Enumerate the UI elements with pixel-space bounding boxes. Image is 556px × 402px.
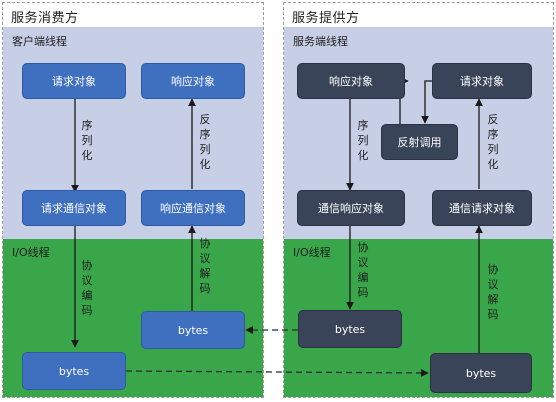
provider-response-object-box: 响应对象: [297, 63, 405, 99]
provider-comm-request-object-box: 通信请求对象: [432, 190, 532, 226]
provider-server-thread-label: 服务端线程: [293, 35, 348, 48]
consumer-deserialize-label: 反序列化: [199, 113, 211, 171]
provider-deserialize-label: 反序列化: [487, 113, 499, 171]
provider-header: 服务提供方: [284, 3, 553, 27]
consumer-encode-label: 协议编码: [81, 259, 93, 317]
consumer-serialize-label: 序列化: [81, 119, 93, 162]
consumer-request-object-box: 请求对象: [22, 63, 126, 99]
consumer-response-object-box: 响应对象: [141, 63, 245, 99]
consumer-bytes-in-box: bytes: [141, 311, 245, 349]
provider-reflect-call-box: 反射调用: [381, 124, 458, 160]
provider-serialize-label: 序列化: [357, 119, 369, 162]
consumer-response-comm-object-box: 响应通信对象: [141, 190, 245, 226]
provider-comm-response-object-box: 通信响应对象: [297, 190, 405, 226]
provider-io-thread-label: I/O线程: [293, 246, 331, 259]
provider-bytes-in-box: bytes: [430, 353, 532, 393]
provider-request-object-box: 请求对象: [432, 63, 532, 99]
consumer-io-thread-label: I/O线程: [12, 246, 50, 259]
provider-title: 服务提供方: [292, 11, 360, 26]
provider-decode-label: 协议解码: [487, 263, 499, 321]
consumer-client-thread-label: 客户端线程: [12, 35, 67, 48]
consumer-request-comm-object-box: 请求通信对象: [22, 190, 126, 226]
consumer-header: 服务消费方: [3, 3, 263, 27]
provider-encode-label: 协议编码: [357, 241, 369, 299]
provider-bytes-out-box: bytes: [298, 310, 402, 348]
consumer-bytes-out-box: bytes: [22, 352, 126, 390]
consumer-decode-label: 协议解码: [199, 237, 211, 295]
consumer-title: 服务消费方: [11, 11, 79, 26]
